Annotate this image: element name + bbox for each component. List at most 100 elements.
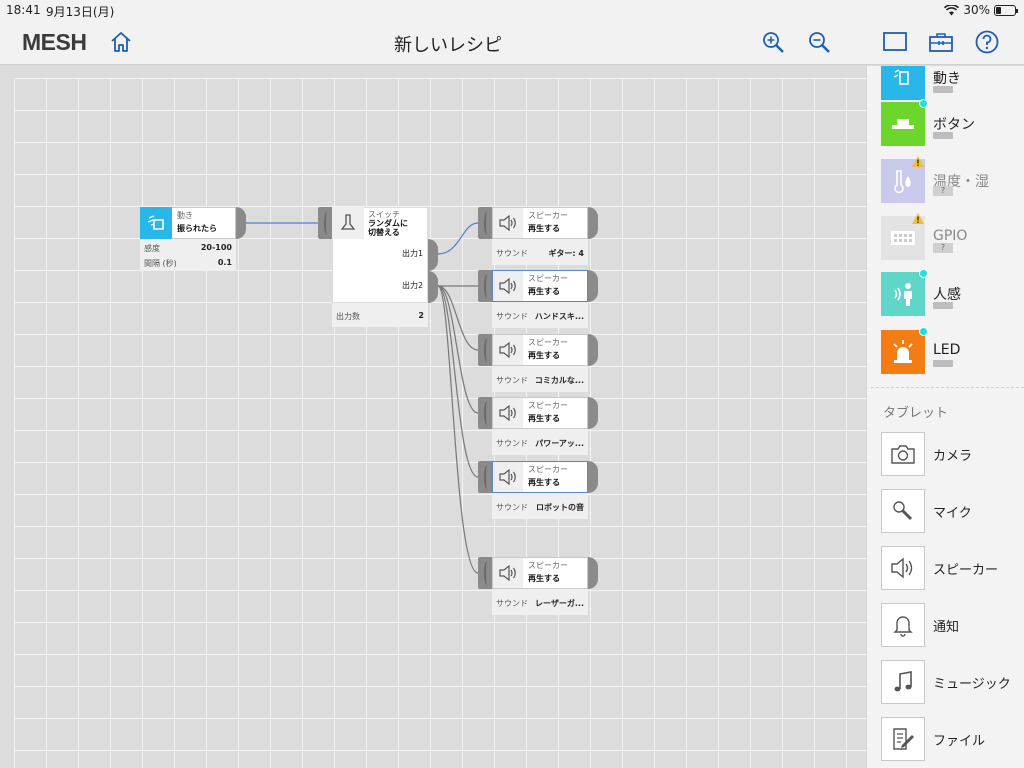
connected-dot bbox=[919, 269, 928, 278]
speaker-block-name: 再生する bbox=[528, 478, 560, 487]
human-sensor-icon bbox=[881, 272, 925, 316]
tablet-item[interactable]: ファイル bbox=[881, 717, 1024, 763]
button-icon bbox=[881, 102, 925, 146]
speaker-block-name: 再生する bbox=[528, 224, 560, 233]
switch-input-port[interactable] bbox=[318, 207, 332, 239]
speaker-input-port[interactable] bbox=[478, 461, 492, 493]
tablet-item[interactable]: 通知 bbox=[881, 603, 1024, 649]
palette-item[interactable]: 人感 bbox=[881, 269, 1024, 318]
speaker-output-port[interactable] bbox=[588, 557, 598, 589]
speaker-block[interactable]: スピーカー 再生する サウンドロボットの音 bbox=[478, 461, 602, 525]
speaker-icon bbox=[493, 462, 523, 492]
speaker-block-category: スピーカー bbox=[528, 561, 568, 570]
speaker-icon bbox=[493, 271, 523, 301]
speaker-block-props: サウンドパワーアッ... bbox=[492, 429, 588, 455]
speaker-block-props: サウンドギター: 4 bbox=[492, 239, 588, 265]
bell-icon bbox=[881, 603, 925, 647]
switch-output1-port[interactable] bbox=[428, 239, 438, 271]
wire-out2-speaker4 bbox=[437, 285, 479, 414]
speaker-output-port[interactable] bbox=[588, 270, 598, 302]
zoom-out-icon[interactable] bbox=[806, 29, 832, 55]
speaker-block[interactable]: スピーカー 再生する サウンドハンドスキ... bbox=[478, 270, 602, 334]
prop-row: サウンドパワーアッ... bbox=[496, 439, 584, 448]
connection-wires bbox=[246, 222, 479, 574]
switch-output2-label: 出力2 bbox=[402, 281, 424, 290]
help-icon[interactable] bbox=[974, 29, 1000, 55]
speaker-input-port[interactable] bbox=[478, 270, 492, 302]
speaker-block[interactable]: スピーカー 再生する サウンドパワーアッ... bbox=[478, 397, 602, 461]
microphone-icon bbox=[881, 489, 925, 533]
palette-item[interactable]: 動き bbox=[881, 66, 1024, 102]
speaker-block-name: 再生する bbox=[528, 574, 560, 583]
palette-item[interactable]: 温度・湿 ? bbox=[881, 156, 1024, 205]
tablet-item[interactable]: マイク bbox=[881, 489, 1024, 535]
temperature-icon bbox=[881, 159, 925, 203]
sidebar-divider bbox=[871, 387, 1024, 388]
nav-bar: MESH 新しいレシピ bbox=[0, 20, 1024, 65]
speaker-block[interactable]: スピーカー 再生する サウンドレーザーガ... bbox=[478, 557, 602, 621]
wifi-icon bbox=[944, 4, 960, 15]
battery-indicator bbox=[933, 360, 953, 367]
switch-output1-label: 出力1 bbox=[402, 249, 424, 258]
switch-block-category: スイッチ bbox=[368, 210, 400, 219]
palette-item[interactable]: LED bbox=[881, 327, 1024, 376]
palette-item[interactable]: GPIO ? bbox=[881, 213, 1024, 262]
led-icon bbox=[881, 330, 925, 374]
speaker-block-category: スピーカー bbox=[528, 401, 568, 410]
prop-row: 間隔 (秒)0.1 bbox=[144, 258, 232, 268]
tablet-item[interactable]: スピーカー bbox=[881, 546, 1024, 592]
speaker-block[interactable]: スピーカー 再生する サウンドコミカルな... bbox=[478, 334, 602, 398]
zoom-in-icon[interactable] bbox=[760, 29, 786, 55]
connected-dot bbox=[919, 99, 928, 108]
tablet-section-title: タブレット bbox=[883, 406, 949, 421]
speaker-block-name: 再生する bbox=[528, 351, 560, 360]
switch-block-name-1: ランダムに bbox=[368, 219, 408, 228]
speaker-output-port[interactable] bbox=[588, 334, 598, 366]
canvas-grid bbox=[14, 78, 866, 768]
tablet-item[interactable]: ミュージック bbox=[881, 660, 1024, 706]
status-right: 30% bbox=[944, 3, 1018, 17]
block-palette-sidebar[interactable]: 動き ボタン 温度・湿 ? GPIO ? 人感 LED タブレット カメラ マイ… bbox=[866, 66, 1024, 768]
warning-icon bbox=[912, 213, 924, 224]
wire-out1-speaker1 bbox=[437, 222, 479, 255]
battery-indicator bbox=[933, 132, 953, 139]
speaker-block-props: サウンドレーザーガ... bbox=[492, 589, 588, 615]
palette-item-label: LED bbox=[933, 342, 961, 358]
speaker-input-port[interactable] bbox=[478, 397, 492, 429]
speaker-icon bbox=[493, 208, 523, 238]
motion-output-port[interactable] bbox=[236, 207, 246, 239]
page-title: 新しいレシピ bbox=[394, 35, 502, 56]
speaker-input-port[interactable] bbox=[478, 207, 492, 239]
speaker-block-name: 再生する bbox=[528, 287, 560, 296]
speaker-block[interactable]: スピーカー 再生する サウンドギター: 4 bbox=[478, 207, 602, 271]
toolbox-icon[interactable] bbox=[928, 29, 954, 55]
palette-item[interactable]: ボタン bbox=[881, 99, 1024, 148]
prop-row: サウンドギター: 4 bbox=[496, 249, 584, 258]
speaker-input-port[interactable] bbox=[478, 334, 492, 366]
speaker-output-port[interactable] bbox=[588, 461, 598, 493]
speaker-input-port[interactable] bbox=[478, 557, 492, 589]
status-bar: 18:41 9月13日(月) 30% bbox=[0, 0, 1024, 20]
speaker-icon bbox=[493, 558, 523, 588]
home-icon[interactable] bbox=[108, 29, 134, 55]
speaker-output-port[interactable] bbox=[588, 207, 598, 239]
battery-percent: 30% bbox=[963, 3, 990, 17]
motion-icon bbox=[881, 66, 925, 100]
speaker-block-category: スピーカー bbox=[528, 465, 568, 474]
palette-item-label: 動き bbox=[933, 71, 961, 87]
wire-out2-speaker6 bbox=[437, 285, 479, 574]
layout-icon[interactable] bbox=[882, 29, 908, 55]
switch-output2-port[interactable] bbox=[428, 271, 438, 303]
speaker-output-port[interactable] bbox=[588, 397, 598, 429]
switch-block-name-2: 切替える bbox=[368, 228, 400, 237]
tablet-item[interactable]: カメラ bbox=[881, 432, 1024, 478]
status-date: 9月13日(月) bbox=[46, 5, 115, 19]
prop-row: サウンドコミカルな... bbox=[496, 376, 584, 385]
prop-row: サウンドロボットの音 bbox=[496, 503, 584, 512]
